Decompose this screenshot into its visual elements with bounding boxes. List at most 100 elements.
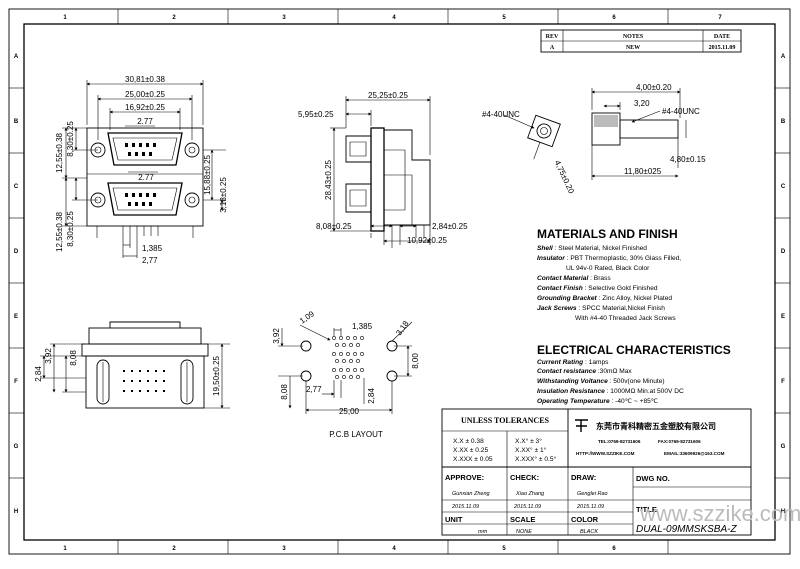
electrical-section: ELECTRICAL CHARACTERISTICS Current Ratin…: [537, 343, 731, 405]
svg-text:Insulation Resistance : 1000MΩ: Insulation Resistance : 1000MΩ Min.at 50…: [537, 388, 684, 395]
thread-label-left: #4-40UNC: [482, 110, 520, 119]
mount-hole-icon: [300, 340, 398, 382]
dim-5-95: 5,95±0.25: [298, 110, 334, 119]
dim-11-80: 11,80±025: [624, 167, 662, 176]
draw-label: DRAW:: [571, 473, 596, 482]
col-label-b2: 2: [172, 546, 176, 552]
dim-4-75: 4,75±0.20: [553, 159, 576, 196]
mat-text-0: : Steel Material, Nickel Finished: [553, 245, 648, 252]
front-view: 30,81±0.38 25,00±0.25 16,92±0.25 2.77 2.…: [55, 75, 228, 265]
rev-cell-notes: NEW: [626, 45, 640, 51]
dim-3-20: 3,20: [634, 99, 650, 108]
dim-8-30-bot: 8,30±0.25: [66, 211, 75, 247]
title-block: UNLESS TOLERANCES X.X ± 0.38 X.XX ± 0.25…: [441, 408, 752, 536]
col-label-3: 3: [282, 15, 286, 21]
dim-10-92: 10,92±0.25: [407, 236, 448, 245]
company-http: HTTP://WWW.SZZIKE.COM: [576, 451, 635, 456]
mat-label-0: Shell: [537, 245, 553, 252]
color-label: COLOR: [571, 515, 599, 524]
unit-value: mm: [478, 529, 488, 535]
col-label-b4: 4: [392, 546, 396, 552]
dim-8-30-top: 8,30±0.25: [66, 121, 75, 157]
title-label: TITLE: [636, 505, 657, 514]
thread-label-right: #4-40UNC: [662, 107, 700, 116]
pcb-pin-grid: [332, 336, 364, 379]
scale-value: NONE: [516, 529, 532, 535]
watermark: www.szzike.com: [639, 501, 800, 526]
sheet-frame: 1 2 3 4 5 6 7 8 1 2 3 4 5 6 A B C D E F …: [8, 8, 791, 555]
pcb-layout: 1,09 1,385 3,18 3,92 8,00 8,08 2,77 2,84…: [272, 309, 420, 439]
row-label-d: D: [14, 249, 19, 255]
svg-text:With #4-40 Threaded Jack Screw: With #4-40 Threaded Jack Screws: [575, 315, 676, 322]
pcb-dim-1-385: 1,385: [352, 322, 373, 331]
dim-16-92: 16,92±0.25: [125, 103, 166, 112]
mat-label-4: Contact Finish: [537, 285, 583, 292]
revision-table: REV NOTES DATE A NEW 2015.11.09: [540, 29, 742, 53]
title-value: DUAL-09MMSKSBA-Z: [636, 524, 737, 535]
dim-4-00: 4,00±0.20: [636, 83, 672, 92]
col-label-7: 7: [718, 15, 722, 21]
row-label-f-r: F: [781, 379, 785, 385]
col-label-b3: 3: [282, 546, 286, 552]
row-label-a-r: A: [781, 54, 786, 60]
row-label-d-r: D: [781, 249, 786, 255]
tol-left-0: X.X ± 0.38: [453, 438, 484, 445]
el-text-2: : 500v(one Minute): [608, 378, 665, 385]
company-tel: TEL:0769-82731606: [598, 439, 641, 444]
dim-pitch-top: 2.77: [137, 117, 153, 126]
company-logo-icon: [575, 419, 588, 432]
dim-bv-2-84: 2,84: [34, 366, 43, 382]
pcb-dim-3-92: 3,92: [272, 328, 281, 344]
row-label-g: G: [14, 444, 19, 450]
approve-name: Gunxian Zheng: [452, 491, 491, 497]
dim-bv-8-08: 8,08: [69, 350, 78, 366]
scale-label: SCALE: [510, 515, 535, 524]
el-text-3: : 1000MΩ Min.at 500V DC: [605, 388, 684, 395]
mat-text-6: : SPCC Material,Nickel Finish: [577, 305, 666, 312]
el-text-0: : 1amps: [583, 359, 609, 366]
col-label-b5: 5: [502, 546, 506, 552]
side-view: 25,25±0.25 5,95±0.25 28,43±0.25 8,08±0.2…: [298, 91, 468, 248]
check-label: CHECK:: [510, 473, 539, 482]
row-label-h-r: H: [781, 509, 785, 515]
tol-right-0: X.X° ± 3°: [515, 437, 542, 445]
row-label-e-r: E: [781, 314, 785, 320]
pcb-dim-3-18: 3,18: [394, 319, 411, 337]
mat-text-1: : PBT Thermoplastic, 30% Glass Filled,: [565, 255, 681, 262]
rev-cell-date: 2015.11.09: [709, 45, 736, 51]
svg-text:Grounding Bracket : Zinc Alloy: Grounding Bracket : Zinc Alloy, Nickel P…: [537, 295, 672, 302]
rev-header-notes: NOTES: [623, 34, 644, 40]
bottom-view: 2,84 3,92 8,08 19,50±0.25: [34, 321, 230, 409]
mat-text-5: : Zinc Alloy, Nickel Plated: [597, 295, 673, 302]
pcb-dim-2-77: 2,77: [306, 385, 322, 394]
mat-text-2: UL 94v-0 Rated, Black Color: [566, 265, 650, 272]
tolerances-title: UNLESS TOLERANCES: [461, 416, 550, 425]
dim-2-77-bot: 2,77: [142, 256, 158, 265]
dim-pitch-mid: 2.77: [138, 173, 154, 182]
el-label-2: Withstanding Voltance: [537, 378, 608, 385]
dim-1-385: 1,385: [142, 244, 163, 253]
upper-pins: [125, 143, 156, 156]
tol-left-1: X.XX ± 0.25: [453, 447, 488, 454]
jack-screw-detail: #4-40UNC 4,75±0.20 4,00±0.20 3,20 #4-40U…: [482, 83, 706, 195]
dim-25-25: 25,25±0.25: [368, 91, 409, 100]
dim-bv-19-50: 19,50±0.25: [212, 355, 221, 396]
rev-cell-rev: A: [550, 45, 555, 51]
draw-name: Genglei Rao: [577, 491, 608, 497]
row-label-e: E: [14, 314, 18, 320]
dwg-no-label: DWG NO.: [636, 474, 670, 483]
col-label-b1: 1: [63, 546, 67, 552]
svg-text:Operating Temperature : -40℃ ~: Operating Temperature : -40℃ ~ +85℃: [537, 398, 659, 405]
svg-text:Contact Finish : Selective Gol: Contact Finish : Selective Gold Finished: [537, 285, 658, 292]
col-label-4: 4: [392, 15, 396, 21]
materials-title: MATERIALS AND FINISH: [537, 227, 678, 241]
svg-text:Shell : Steel Material, Nickel: Shell : Steel Material, Nickel Finished: [537, 245, 647, 252]
row-label-a: A: [14, 54, 19, 60]
tol-right-2: X.XXX° ± 0.5°: [515, 455, 557, 463]
mat-text-3: : Brass: [588, 275, 611, 282]
dim-bv-3-92: 3,92: [44, 348, 53, 364]
approve-label: APPROVE:: [445, 473, 484, 482]
dim-8-08: 8,08±0.25: [316, 222, 352, 231]
row-label-f: F: [14, 379, 18, 385]
rev-header-date: DATE: [714, 34, 730, 40]
